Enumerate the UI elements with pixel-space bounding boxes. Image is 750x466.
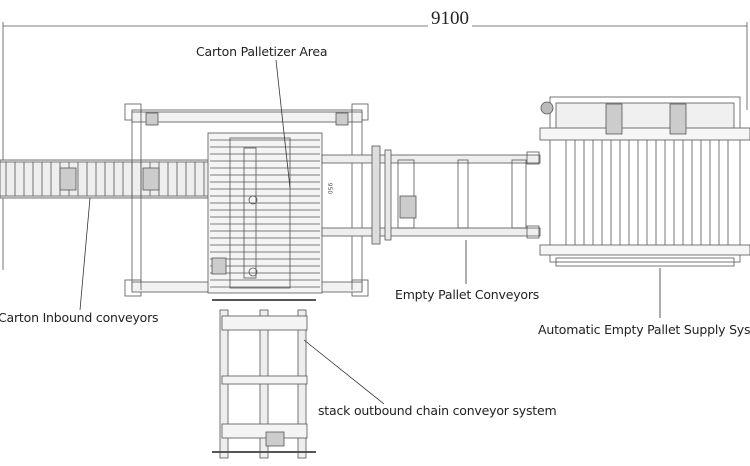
label-pallet-supply-system: Automatic Empty Pallet Supply System [538,322,750,337]
outbound-chain-conveyor [212,299,316,459]
label-palletizer-area: Carton Palletizer Area [196,44,328,59]
leader-lines [79,59,661,405]
pallet-supply-system [539,96,750,267]
inner-dimension: 950 [326,182,334,195]
overall-dimension: 9100 [428,8,472,30]
palletizer-roller-bed [207,132,323,294]
empty-pallet-conveyor [321,145,541,245]
carton-inbound-conveyor [0,159,211,199]
label-inbound-conveyors: Carton Inbound conveyors [0,310,159,325]
overall-dimension-line [2,22,748,270]
label-empty-pallet-conveyors: Empty Pallet Conveyors [395,287,540,302]
label-outbound-chain-conveyor: stack outbound chain conveyor system [318,403,557,418]
